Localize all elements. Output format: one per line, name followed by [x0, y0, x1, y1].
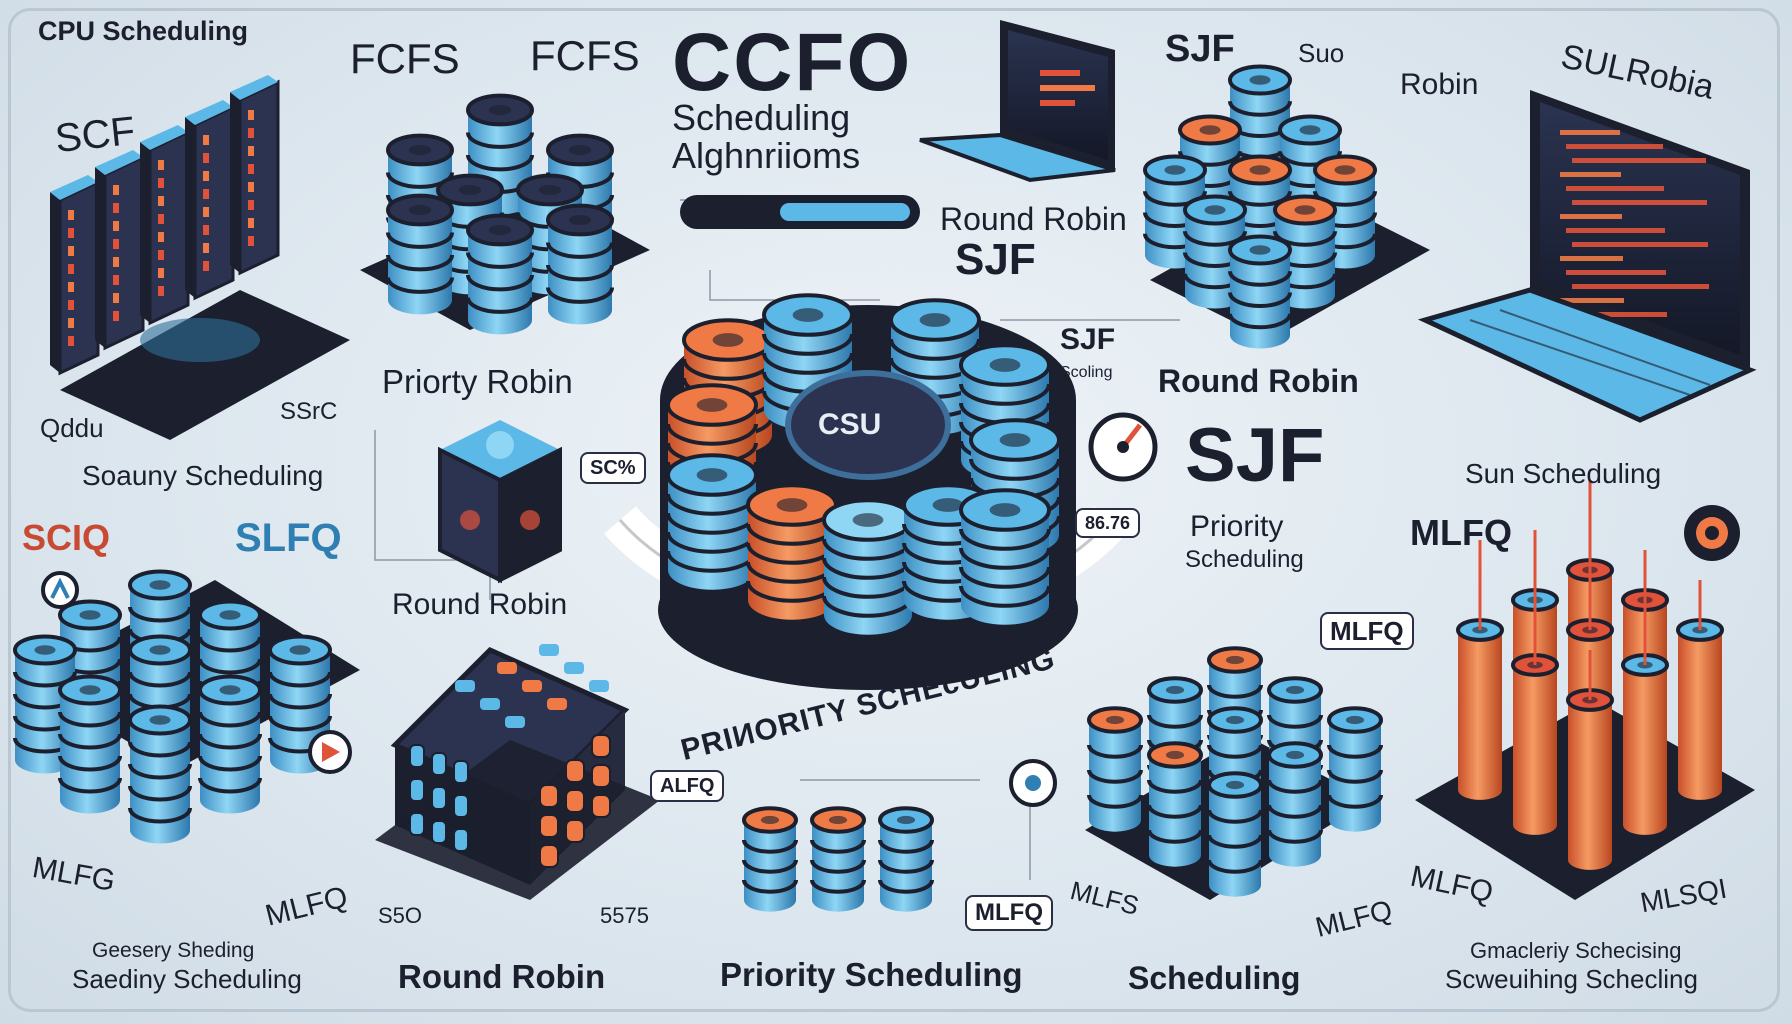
disk-stack-icon — [360, 93, 650, 335]
laptop-icon — [1417, 90, 1757, 423]
label-bottom-r2: Scweuihing Schecling — [1445, 964, 1698, 994]
label-sciq: SCIQ — [22, 517, 111, 558]
disk-stack-icon — [742, 806, 934, 912]
label-robin-top-prefix: Suo — [1298, 38, 1345, 68]
label-bottom-1a: Geesery Sheding — [92, 939, 255, 962]
play-icon — [41, 571, 79, 609]
label-bottom-priority: Priority Scheduling — [720, 956, 1023, 993]
label-scf: SCF — [52, 108, 138, 162]
cpu-core-cluster — [658, 293, 1078, 690]
clock-icon — [1684, 505, 1740, 561]
label-mlfq-right: MLFQ — [1410, 512, 1512, 553]
cube-icon — [438, 420, 562, 584]
laptop-icon — [919, 20, 1116, 183]
label-s50: S5O — [378, 903, 423, 928]
label-priority-robin: Priorty Robin — [382, 363, 573, 400]
gauge-icon — [1088, 412, 1158, 482]
mlfq-tag: MLFQ — [1320, 612, 1414, 650]
label-sun-scheduling: Sun Scheduling — [1465, 458, 1662, 489]
label-sjf-mid: SJF — [955, 235, 1036, 284]
label-robin-top: Robin — [1400, 68, 1479, 101]
label-sought-scheduling: Soauny Scheduling — [82, 460, 324, 491]
label-slfq: SLFQ — [235, 516, 342, 560]
label-priority-1: Priority — [1190, 510, 1284, 543]
disk-stack-icon — [1415, 480, 1755, 900]
label-sjf-small: SJF — [1060, 323, 1116, 356]
label-oddu: Qddu — [40, 413, 104, 443]
alfq-tag: ALFQ — [650, 770, 725, 802]
disk-stack-icon — [13, 569, 360, 844]
hero-title: CCFO — [672, 17, 913, 108]
label-round-robin-left: Round Robin — [392, 588, 568, 621]
mlfq-tag-bottom: MLFQ — [965, 895, 1053, 931]
server-rack-icon — [50, 75, 350, 440]
label-round-robin-right: Round Robin — [1158, 363, 1359, 399]
label-bottom-round-robin: Round Robin — [398, 958, 606, 995]
label-fcfs-1: FCFS — [350, 35, 460, 82]
label-bottom-1b: Saediny Scheduling — [72, 964, 302, 994]
outer-frame — [8, 8, 1780, 1012]
disk-stack-icon — [1085, 646, 1383, 900]
progress-bar — [680, 195, 920, 229]
label-sjf-big: SJF — [1185, 413, 1325, 498]
label-bottom-r1: Gmacleriy Schecising — [1470, 938, 1682, 963]
label-bottom-scheduling: Scheduling — [1128, 960, 1301, 996]
label-5575: 5575 — [600, 903, 649, 928]
label-fcfs-2: FCFS — [530, 32, 640, 79]
core-label: CSU — [818, 408, 882, 441]
disk-stack-icon — [1143, 64, 1430, 349]
label-sjf-top: SJF — [1165, 28, 1235, 70]
number-tag: 86.76 — [1075, 508, 1141, 538]
hero-subtitle-1: Scheduling — [672, 97, 851, 138]
sc-tag: SC% — [580, 452, 646, 484]
label-sjf-small-sub: Scoling — [1060, 364, 1113, 381]
play-icon — [1009, 759, 1057, 807]
label-cpu-scheduling: CPU Scheduling — [38, 16, 249, 46]
hero-subtitle-2: Alghnriioms — [672, 135, 861, 176]
label-priority-2: Scheduling — [1185, 546, 1304, 573]
play-icon — [308, 730, 352, 774]
label-ssrc: SSrC — [280, 398, 338, 425]
cube-icon — [375, 644, 660, 900]
label-round-robin-mid: Round Robin — [940, 201, 1127, 237]
